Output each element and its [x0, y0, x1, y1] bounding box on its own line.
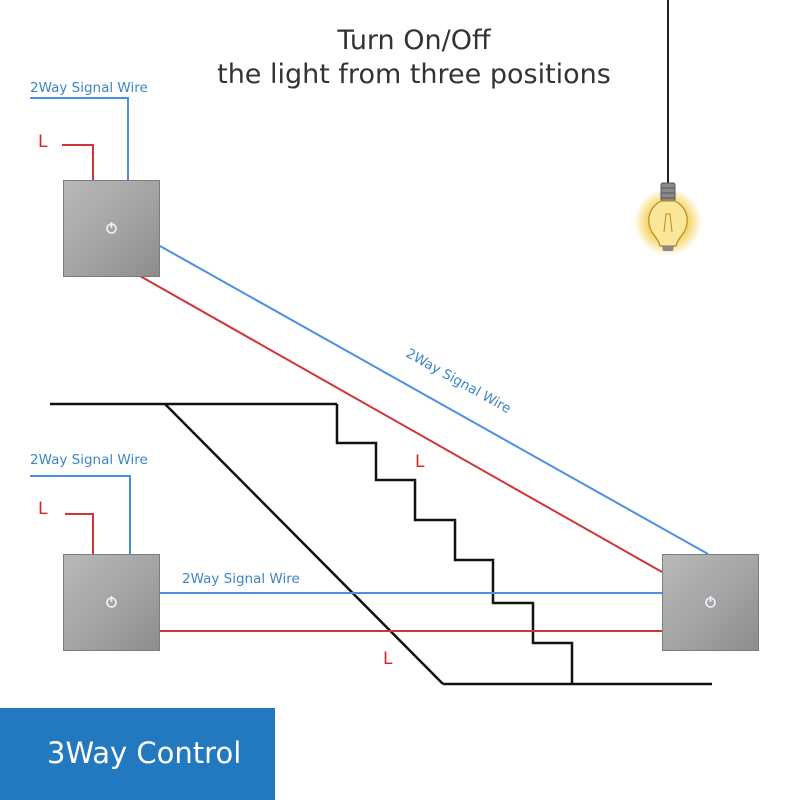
- left-signal-wire-label: 2Way Signal Wire: [30, 452, 148, 468]
- stair-slope-line: [164, 403, 444, 685]
- banner-label: 3Way Control: [47, 736, 242, 770]
- title-line-2: the light from three positions: [217, 59, 611, 90]
- three-way-control-banner: 3Way Control: [0, 708, 275, 800]
- left-live-wire-label: L: [38, 499, 48, 519]
- horizontal-signal-wire-label: 2Way Signal Wire: [182, 571, 300, 587]
- touch-switch-icon: [106, 222, 117, 234]
- stair-steps: [335, 404, 574, 684]
- horizontal-live-wire-label: L: [383, 649, 393, 669]
- top-signal-feed-wire: [30, 97, 129, 180]
- top-live-feed-wire: [62, 144, 94, 180]
- top-signal-wire-label: 2Way Signal Wire: [30, 80, 148, 96]
- interconnect-wires: [139, 245, 709, 632]
- diagonal-signal-wire-label: 2Way Signal Wire: [403, 346, 514, 418]
- diagonal-live-wire-label: L: [415, 452, 425, 472]
- touch-switch-icon: [106, 596, 117, 608]
- left-signal-feed-wire: [30, 475, 131, 554]
- bottom-left-switch-wires: [30, 475, 131, 554]
- diagonal-live-wire: [139, 275, 663, 573]
- top-switch-wires: [30, 97, 129, 180]
- switch-panel-left[interactable]: [63, 554, 160, 651]
- title-line-1: Turn On/Off: [337, 25, 491, 56]
- light-bulb-icon: [634, 0, 702, 256]
- left-live-feed-wire: [65, 513, 94, 554]
- switch-panel-right[interactable]: [662, 554, 759, 651]
- switch-panel-top[interactable]: [63, 180, 160, 277]
- touch-switch-icon: [705, 596, 716, 608]
- staircase: [50, 402, 712, 686]
- top-live-wire-label: L: [38, 132, 48, 152]
- diagonal-signal-wire: [159, 245, 709, 555]
